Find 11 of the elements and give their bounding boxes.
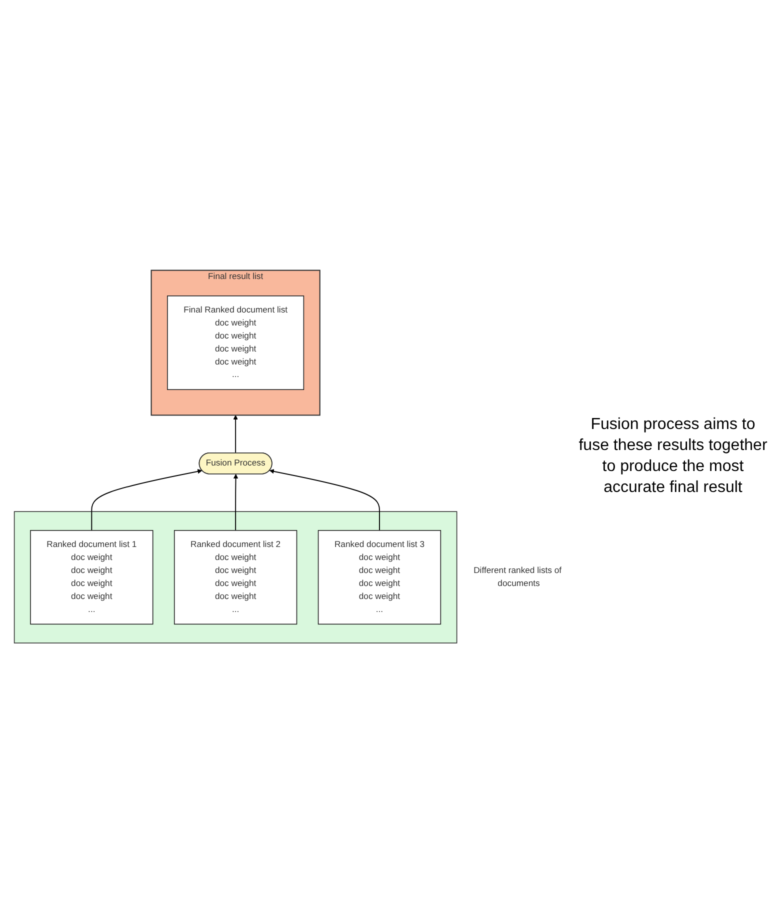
node-box: Ranked document list 2 doc weight doc weight doc weight doc weight ...: [174, 530, 298, 625]
arrow: [269, 469, 380, 532]
node-label: Different ranked lists of documents: [474, 566, 562, 588]
node-box: Ranked document list 3 doc weight doc weight doc weight doc weight ...: [318, 530, 442, 625]
arrow: [233, 474, 238, 532]
node-box: Final Ranked document list doc weight doc weight doc weight doc weight ...: [167, 296, 304, 390]
cluster: [14, 512, 458, 644]
arrow: [91, 469, 202, 532]
annotation-note: Fusion process aims to fuse these results together to produce the most accurate final result: [578, 415, 768, 498]
node-box: Ranked document list 1 doc weight doc weight doc weight doc weight ...: [30, 530, 154, 625]
arrow: [233, 415, 238, 454]
